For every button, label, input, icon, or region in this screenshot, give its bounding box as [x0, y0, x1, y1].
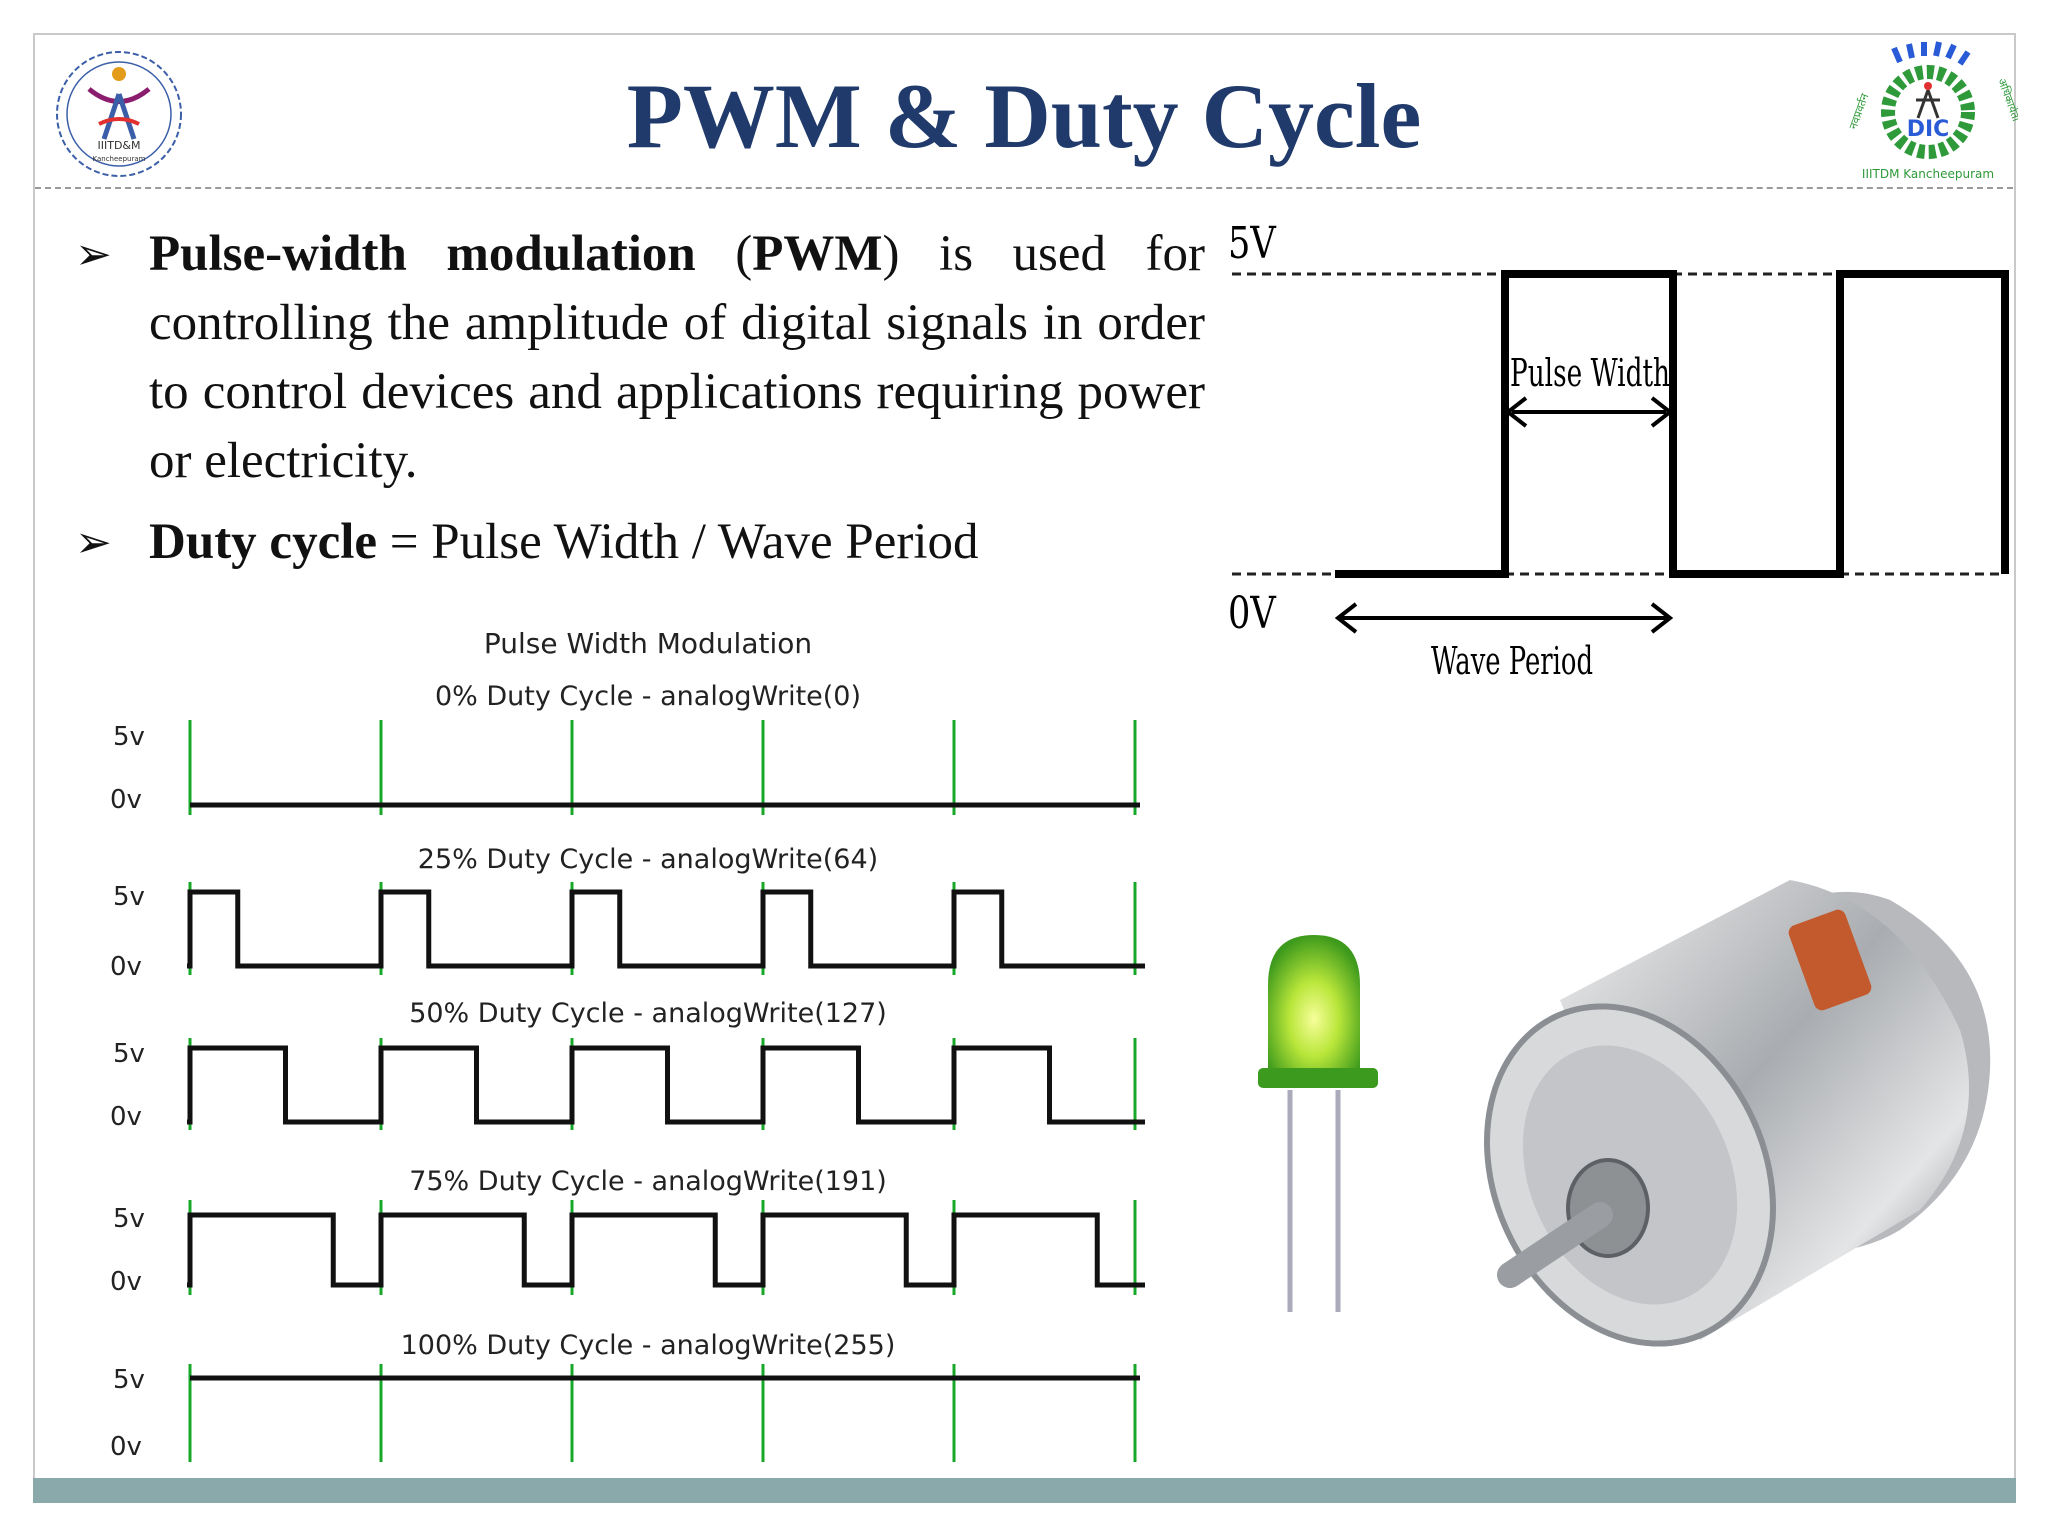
arrow-bullet-icon: ➢ [75, 518, 112, 567]
logo-right-text: DIC [1907, 117, 1950, 142]
slide-title: PWM & Duty Cycle [626, 65, 1422, 167]
bullet-duty-bold1: Duty cycle [149, 514, 378, 570]
bullet-pwm-plain2: ) is used for controlling the amplitude … [149, 226, 1205, 489]
bullet-duty-text: Duty cycle = Pulse Width / Wave Period [149, 508, 1205, 577]
bullet-duty: ➢ Duty cycle = Pulse Width / Wave Period [75, 508, 1205, 577]
iiitdm-logo: IIITD&M Kancheepuram [56, 51, 182, 177]
logo-right-sub: IIITDM Kancheepuram [1862, 167, 1994, 181]
bullet-pwm-bold2: PWM [752, 226, 883, 282]
bullet-duty-plain1: = Pulse Width / Wave Period [377, 514, 979, 570]
arrow-bullet-icon: ➢ [75, 230, 112, 279]
footer-bar [33, 1478, 2016, 1503]
title-divider [35, 187, 2013, 189]
logo-left-sub: Kancheepuram [93, 155, 146, 163]
bullet-pwm-plain1: ( [695, 226, 753, 282]
bullet-pwm-text: Pulse-width modulation (PWM) is used for… [149, 220, 1205, 496]
bullet-pwm-bold1: Pulse-width modulation [149, 226, 696, 282]
bullet-pwm: ➢ Pulse-width modulation (PWM) is used f… [75, 220, 1205, 496]
logo-left-text: IIITD&M [98, 139, 141, 152]
dic-logo: DIC नवप्रवर्तन अधिकार्यता IIITDM Kanchee… [1847, 41, 2018, 181]
